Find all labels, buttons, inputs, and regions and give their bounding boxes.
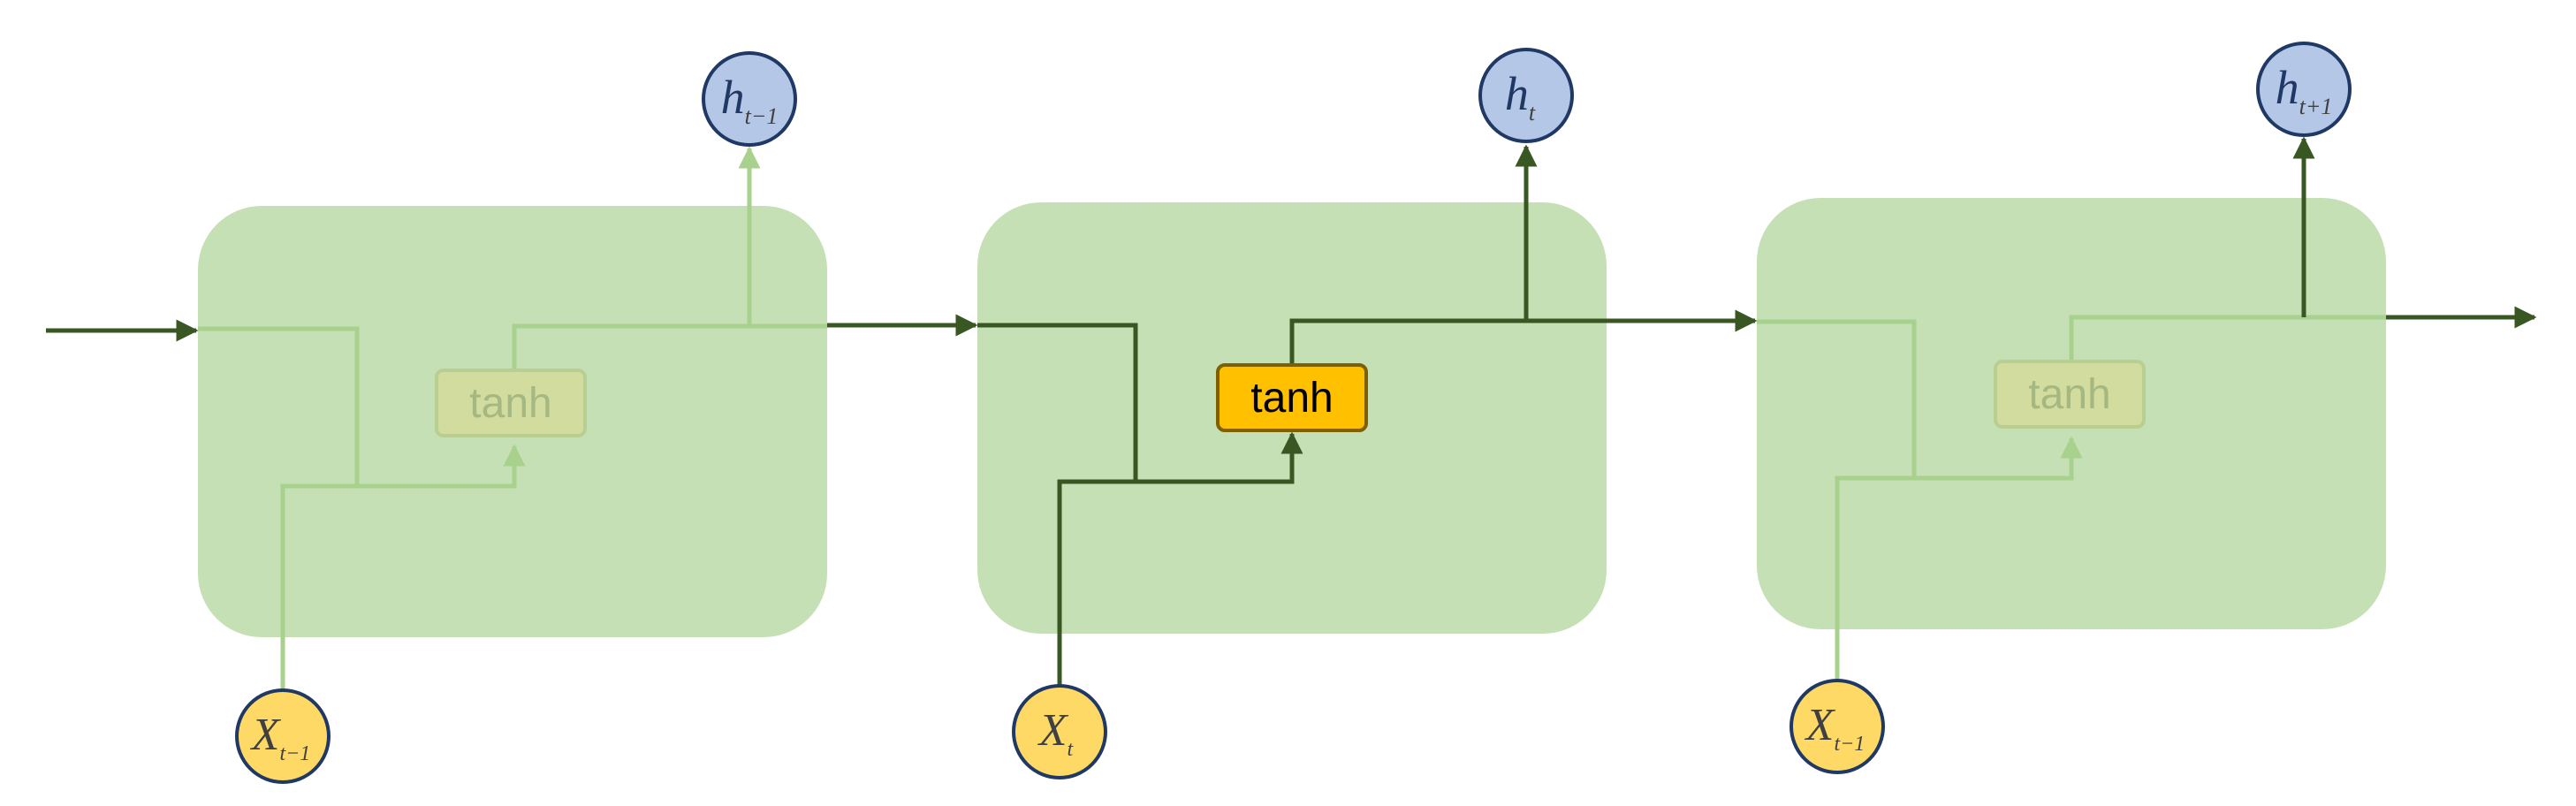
input-subscript-prev: t−1 (279, 742, 310, 765)
output-subscript-next: t+1 (2299, 94, 2333, 119)
svg-text:Xt: Xt (1037, 705, 1075, 761)
input-subscript-current: t (1068, 738, 1075, 761)
tanh-gate-prev: tanh (435, 369, 587, 437)
cell-next-connections (1757, 315, 2386, 687)
tanh-gate-next: tanh (1994, 360, 2146, 429)
output-symbol-next: h (2276, 61, 2299, 114)
tanh-label-prev: tanh (469, 380, 551, 427)
input-node-next: Xt−1 (1790, 679, 1885, 774)
output-node-current: ht (1478, 48, 1574, 143)
cell-prev-connections (198, 146, 827, 693)
input-node-current: Xt (1012, 684, 1107, 779)
output-subscript-prev: t−1 (745, 103, 779, 129)
svg-text:Xt−1: Xt−1 (1805, 700, 1866, 756)
output-symbol-prev: h (721, 71, 745, 124)
svg-text:ht−1: ht−1 (721, 71, 779, 129)
tanh-label-next: tanh (2028, 371, 2110, 418)
input-node-prev: Xt−1 (235, 688, 331, 784)
output-node-next: ht+1 (2256, 42, 2352, 137)
active-connections (46, 136, 2537, 688)
input-subscript-next: t−1 (1834, 733, 1865, 756)
tanh-label-current: tanh (1250, 375, 1333, 422)
svg-text:ht: ht (1505, 67, 1536, 125)
tanh-gate-current: tanh (1216, 363, 1368, 432)
output-subscript-current: t (1529, 100, 1536, 125)
input-symbol-prev: X (250, 710, 282, 760)
output-symbol-current: h (1505, 67, 1529, 120)
input-symbol-current: X (1037, 705, 1069, 756)
input-symbol-next: X (1805, 700, 1836, 750)
svg-text:ht+1: ht+1 (2276, 61, 2333, 119)
output-node-prev: ht−1 (702, 51, 797, 147)
svg-text:Xt−1: Xt−1 (250, 710, 311, 765)
